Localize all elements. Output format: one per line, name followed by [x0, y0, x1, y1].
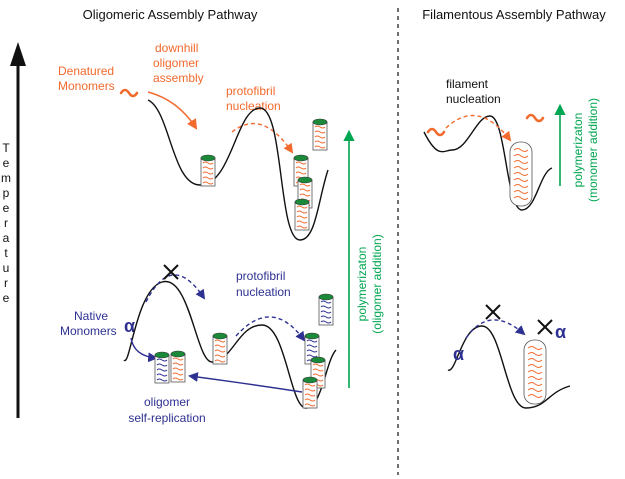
monomer-orange: [426, 127, 446, 137]
alpha-left: α: [453, 344, 464, 364]
energy-landscape-filament-bottom: [447, 325, 571, 409]
polymerization-label-right: polymerizaton (monomer addition): [571, 98, 600, 202]
oligomer-cylinder: [212, 332, 228, 365]
alpha-native: α: [124, 316, 135, 336]
axis-letter: m: [1, 171, 11, 185]
filament-label-2: nucleation: [446, 92, 501, 106]
denatured-monomer: [119, 88, 139, 98]
oligomer-self-replication-1: oligomer: [144, 395, 190, 409]
blocked-x-icon: [163, 264, 179, 280]
axis-letter: u: [3, 261, 10, 275]
native-to-oligomer-arrow: [130, 337, 158, 363]
denatured-label-2: Monomers: [58, 79, 115, 93]
protofibril-label-top-2: nucleation: [226, 99, 281, 113]
blocked-arrow-native: [145, 274, 206, 303]
oligomeric-pathway-title: Oligomeric Assembly Pathway: [83, 7, 258, 22]
polymerization-right-line2: (monomer addition): [586, 98, 600, 202]
oligomer-cylinder-blue: [318, 293, 334, 326]
oligomer-self-replication-2: self-replication: [128, 411, 205, 425]
axis-letter: r: [4, 216, 8, 230]
protofibril-arrow-bottom: [235, 316, 306, 342]
downhill-label-3: assembly: [153, 71, 204, 85]
axis-letter: p: [3, 186, 10, 200]
oligomer-cylinder: [200, 154, 216, 187]
protofibril-label-top-1: protofibril: [226, 84, 275, 98]
downhill-label-2: oligomer: [153, 56, 199, 70]
oligomer-cylinder-blue: [154, 351, 170, 384]
filament-label-1: filament: [446, 77, 489, 91]
axis-letter: r: [4, 276, 8, 290]
filament-top: [509, 141, 533, 207]
temperature-axis-arrowhead: [10, 42, 26, 66]
native-label-1: Native: [74, 309, 108, 323]
downhill-label-1: downhill: [155, 41, 198, 55]
alpha-right: α: [555, 322, 566, 342]
polymerization-left-line2: (oligomer addition): [370, 234, 384, 333]
polymerization-label-left: polymerizaton (oligomer addition): [355, 234, 384, 333]
energy-landscape-filament-top: [423, 115, 553, 211]
protofibril-label-bottom-2: nucleation: [236, 285, 291, 299]
protofibril-cylinder: [294, 198, 310, 231]
axis-letter: e: [3, 291, 10, 305]
protofibril-label-bottom-1: protofibril: [236, 269, 285, 283]
protofibril-arrow-top: [231, 122, 294, 154]
filament-nucleation-arrow: [445, 114, 512, 142]
energy-landscape-oligomeric-top: [147, 99, 329, 241]
downhill-arrow: [147, 91, 198, 130]
polymerization-left-line1: polymerizaton: [355, 247, 369, 322]
filament-bottom: [523, 339, 547, 405]
protofibril-cylinder: [302, 376, 318, 409]
monomer-orange: [525, 113, 545, 123]
polymerization-right-line1: polymerizaton: [571, 113, 585, 188]
axis-letter: e: [3, 156, 10, 170]
blocked-arrow-filament: [465, 319, 526, 339]
denatured-label-1: Denatured: [58, 64, 114, 78]
blocked-x-icon: [537, 319, 553, 335]
axis-letter: t: [4, 246, 8, 260]
temperature-axis-label: T e m p e r a t u r e: [1, 141, 11, 305]
self-replication-arrow: [188, 372, 303, 393]
native-label-2: Monomers: [60, 324, 117, 338]
axis-letter: T: [2, 141, 10, 155]
oligomer-cylinder: [170, 350, 186, 383]
filamentous-pathway-title: Filamentous Assembly Pathway: [422, 7, 606, 22]
axis-letter: a: [3, 231, 10, 245]
oligomer-cylinder: [312, 118, 328, 151]
axis-letter: e: [3, 201, 10, 215]
blocked-x-icon: [485, 304, 501, 320]
